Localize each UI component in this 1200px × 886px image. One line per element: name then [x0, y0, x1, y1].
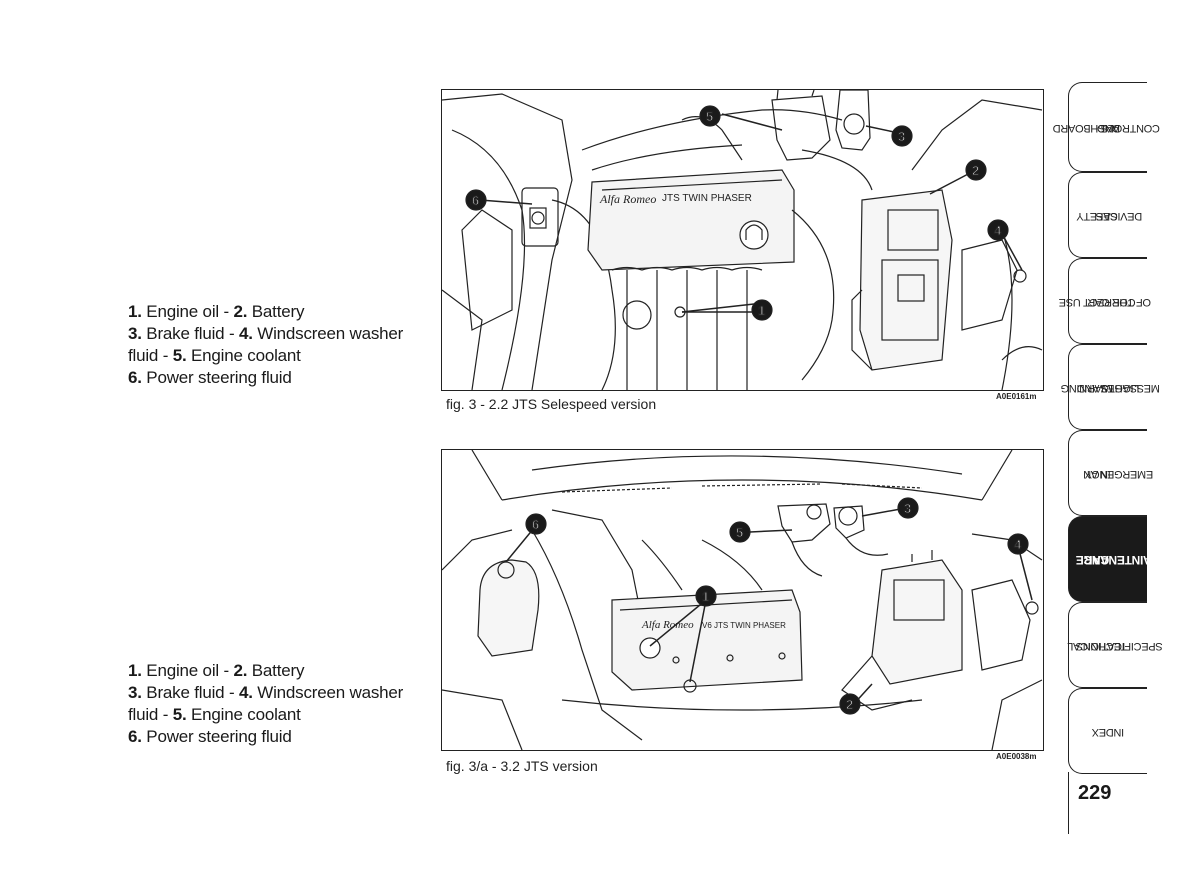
figure-2-caption: fig. 3/a - 3.2 JTS version	[446, 758, 598, 774]
engine-bay-illustration-selespeed: Alfa Romeo JTS TWIN PHASER 1 2 3 4	[441, 89, 1044, 391]
callout-5: 5	[699, 105, 721, 127]
legend-line: fluid - 5. Engine coolant	[128, 705, 301, 724]
legend-line: 3. Brake fluid - 4. Windscreen washer	[128, 683, 404, 702]
figure-1-caption: fig. 3 - 2.2 JTS Selespeed version	[446, 396, 657, 412]
callout-1: 1	[751, 299, 773, 321]
tab-index[interactable]: INDEX	[1068, 688, 1147, 774]
page-number-rule	[1068, 772, 1069, 834]
callout-3: 3	[891, 125, 913, 147]
legend-line: 6. Power steering fluid	[128, 727, 292, 746]
legend-line: 1. Engine oil - 2. Battery	[128, 661, 305, 680]
svg-text:JTS TWIN PHASER: JTS TWIN PHASER	[662, 193, 752, 204]
svg-text:4: 4	[994, 223, 1002, 238]
svg-text:2: 2	[846, 697, 853, 712]
callout-3: 3	[897, 497, 919, 519]
callout-6: 6	[525, 513, 547, 535]
figure-2-legend: 1. Engine oil - 2. Battery 3. Brake flui…	[128, 660, 418, 748]
svg-text:3: 3	[898, 129, 905, 144]
callout-6: 6	[465, 189, 487, 211]
svg-text:5: 5	[736, 525, 743, 540]
svg-text:1: 1	[758, 303, 765, 318]
figure-2-code: A0E0038m	[996, 752, 1037, 761]
svg-text:6: 6	[532, 517, 539, 532]
callout-4: 4	[1007, 533, 1029, 555]
callout-2: 2	[965, 159, 987, 181]
figure-1-legend: 1. Engine oil - 2. Battery 3. Brake flui…	[128, 301, 418, 389]
legend-line: 3. Brake fluid - 4. Windscreen washer	[128, 324, 404, 343]
callout-4: 4	[987, 219, 1009, 241]
svg-text:3: 3	[904, 501, 911, 516]
svg-text:2: 2	[972, 163, 979, 178]
svg-text:5: 5	[706, 109, 713, 124]
engine-bay-illustration-v6: Alfa Romeo V6 JTS TWIN PHASER 1 2	[441, 449, 1044, 751]
callout-1: 1	[695, 585, 717, 607]
svg-text:4: 4	[1014, 537, 1022, 552]
legend-line: 6. Power steering fluid	[128, 368, 292, 387]
svg-text:V6 JTS TWIN PHASER: V6 JTS TWIN PHASER	[702, 621, 786, 630]
svg-text:6: 6	[472, 193, 479, 208]
callout-5: 5	[729, 521, 751, 543]
svg-text:1: 1	[702, 589, 709, 604]
figure-1-code: A0E0161m	[996, 392, 1037, 401]
callout-2: 2	[839, 693, 861, 715]
alfa-romeo-logo-text: Alfa Romeo	[599, 192, 656, 206]
alfa-romeo-logo-text: Alfa Romeo	[641, 619, 694, 631]
legend-line: 1. Engine oil - 2. Battery	[128, 302, 305, 321]
legend-line: fluid - 5. Engine coolant	[128, 346, 301, 365]
page-number: 229	[1078, 782, 1112, 804]
